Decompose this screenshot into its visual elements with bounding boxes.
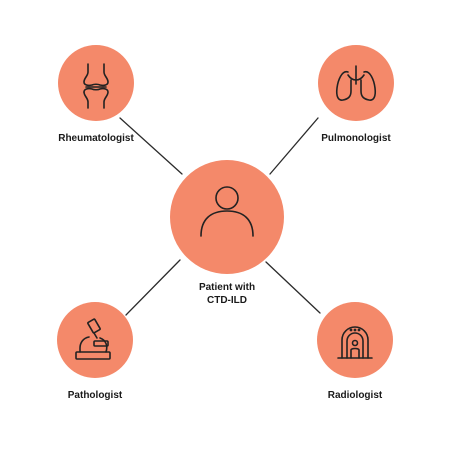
- node-pulmonologist: Pulmonologist: [318, 45, 394, 144]
- connector-rheumatologist: [119, 117, 183, 175]
- center-node: Patient with CTD-ILD: [170, 160, 284, 306]
- node-label: Pathologist: [68, 390, 123, 401]
- connector-radiologist: [265, 261, 321, 314]
- node-radiologist: Radiologist: [317, 302, 393, 401]
- node-label: Pulmonologist: [321, 133, 391, 144]
- node-rheumatologist: Rheumatologist: [58, 45, 134, 144]
- center-label-line1: Patient with: [199, 282, 255, 293]
- microscope-icon: [75, 318, 111, 360]
- node-circle: [58, 45, 134, 121]
- joint-icon: [83, 63, 109, 109]
- person-icon: [200, 186, 254, 237]
- ct-scanner-icon: [337, 326, 373, 359]
- center-node-circle: [170, 160, 284, 274]
- node-label: Rheumatologist: [58, 133, 134, 144]
- node-circle: [57, 302, 133, 378]
- connector-pathologist: [125, 259, 181, 316]
- node-label: Radiologist: [328, 390, 383, 401]
- lungs-icon: [335, 65, 377, 101]
- connector-pulmonologist: [269, 117, 319, 175]
- node-pathologist: Pathologist: [57, 302, 133, 401]
- center-label-line2: CTD-ILD: [207, 295, 247, 306]
